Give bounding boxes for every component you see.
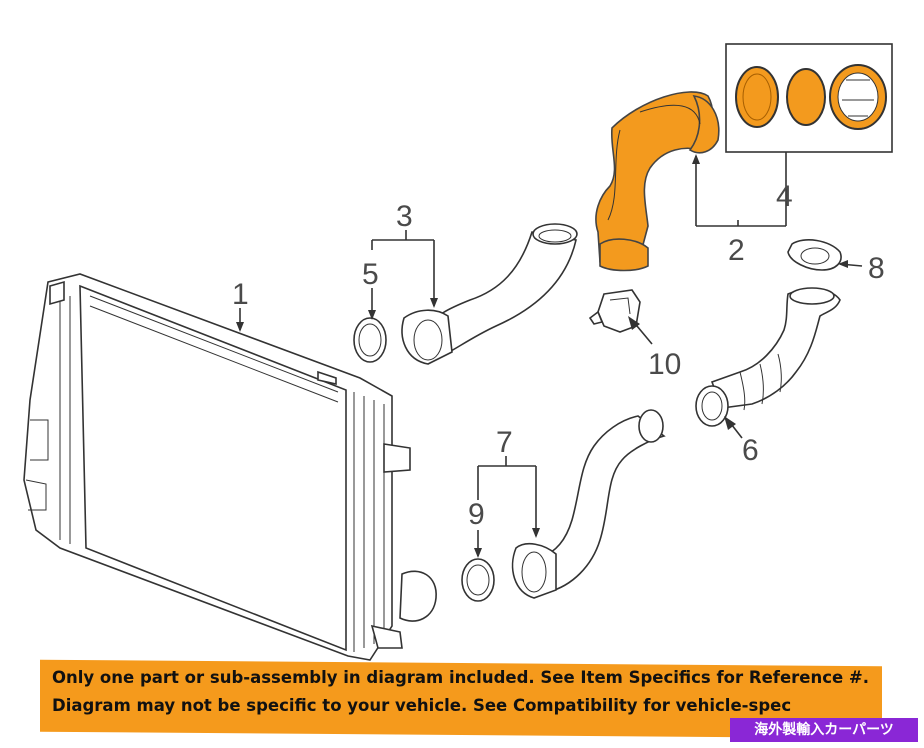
seal-kit-part-4 <box>725 43 893 153</box>
callout-1: 1 <box>232 278 249 311</box>
leader-lines <box>236 152 863 558</box>
gasket-part-8 <box>787 239 842 271</box>
callout-9: 9 <box>468 498 485 531</box>
callout-6: 6 <box>742 434 759 467</box>
callout-8: 8 <box>868 252 885 285</box>
intercooler-part-1 <box>23 273 437 661</box>
callout-10: 10 <box>648 348 681 381</box>
import-parts-tag: 海外製輸入カーパーツ <box>730 718 918 742</box>
disclaimer-line-1: Only one part or sub-assembly in diagram… <box>52 668 870 687</box>
disclaimer-line-2: Diagram may not be specific to your vehi… <box>52 696 792 715</box>
charge-pipe-part-3 <box>401 223 578 365</box>
o-ring-part-9 <box>461 558 495 602</box>
o-ring-part-5 <box>353 317 387 363</box>
sensor-part-10 <box>588 289 641 333</box>
callout-5: 5 <box>362 258 379 291</box>
callout-4: 4 <box>776 180 793 213</box>
charge-pipe-part-7 <box>511 409 666 599</box>
callout-3: 3 <box>396 200 413 233</box>
callout-7: 7 <box>496 426 513 459</box>
callout-2: 2 <box>728 234 745 267</box>
air-hose-part-2 <box>595 91 720 272</box>
outlet-pipe-part-6 <box>695 287 841 427</box>
